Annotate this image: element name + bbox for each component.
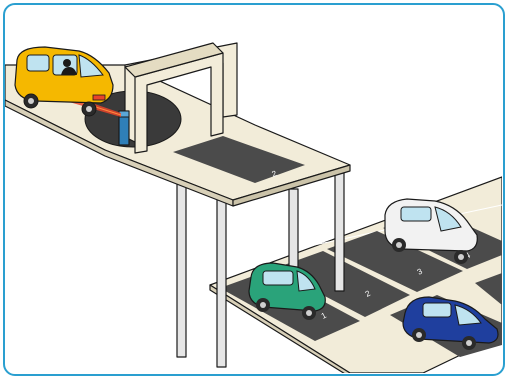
van-side-window: [26, 54, 50, 72]
pillar-2: [216, 194, 227, 368]
blue-car-windshield: [454, 304, 482, 326]
parking-space-3: [327, 231, 463, 292]
teal-car-icon: [248, 262, 326, 320]
teal-car-windshield: [296, 270, 316, 292]
gate-front-frame: [134, 52, 224, 154]
space-numbers: 1 2 3 4: [320, 250, 473, 320]
white-car-icon: [384, 198, 478, 264]
entrance-pad-number: 2: [271, 169, 279, 179]
parking-scene: 1 2 3 4 2: [5, 42, 502, 373]
van-windshield: [78, 54, 104, 78]
space-number-4: 4: [464, 250, 473, 260]
gate-top-face: [124, 42, 224, 78]
space-number-2: 2: [364, 288, 373, 298]
yellow-van-icon: [14, 46, 114, 117]
illustration-frame: 1 2 3 4 2: [3, 3, 505, 376]
blue-car-icon: [402, 296, 499, 350]
pillar-1: [176, 176, 187, 358]
white-car-windshield: [434, 206, 462, 232]
parking-space-6: [475, 273, 502, 305]
space-number-1: 1: [320, 310, 329, 320]
driver-silhouette-icon: [61, 59, 77, 75]
entrance-pad: [173, 136, 305, 183]
pillar-4: [334, 172, 345, 292]
upper-deck-right-edge: [232, 164, 351, 207]
space-number-3: 3: [416, 266, 425, 276]
van-license-plate: [92, 94, 106, 101]
entrance-gate: [124, 42, 238, 154]
lower-deck-edge: [209, 284, 351, 373]
